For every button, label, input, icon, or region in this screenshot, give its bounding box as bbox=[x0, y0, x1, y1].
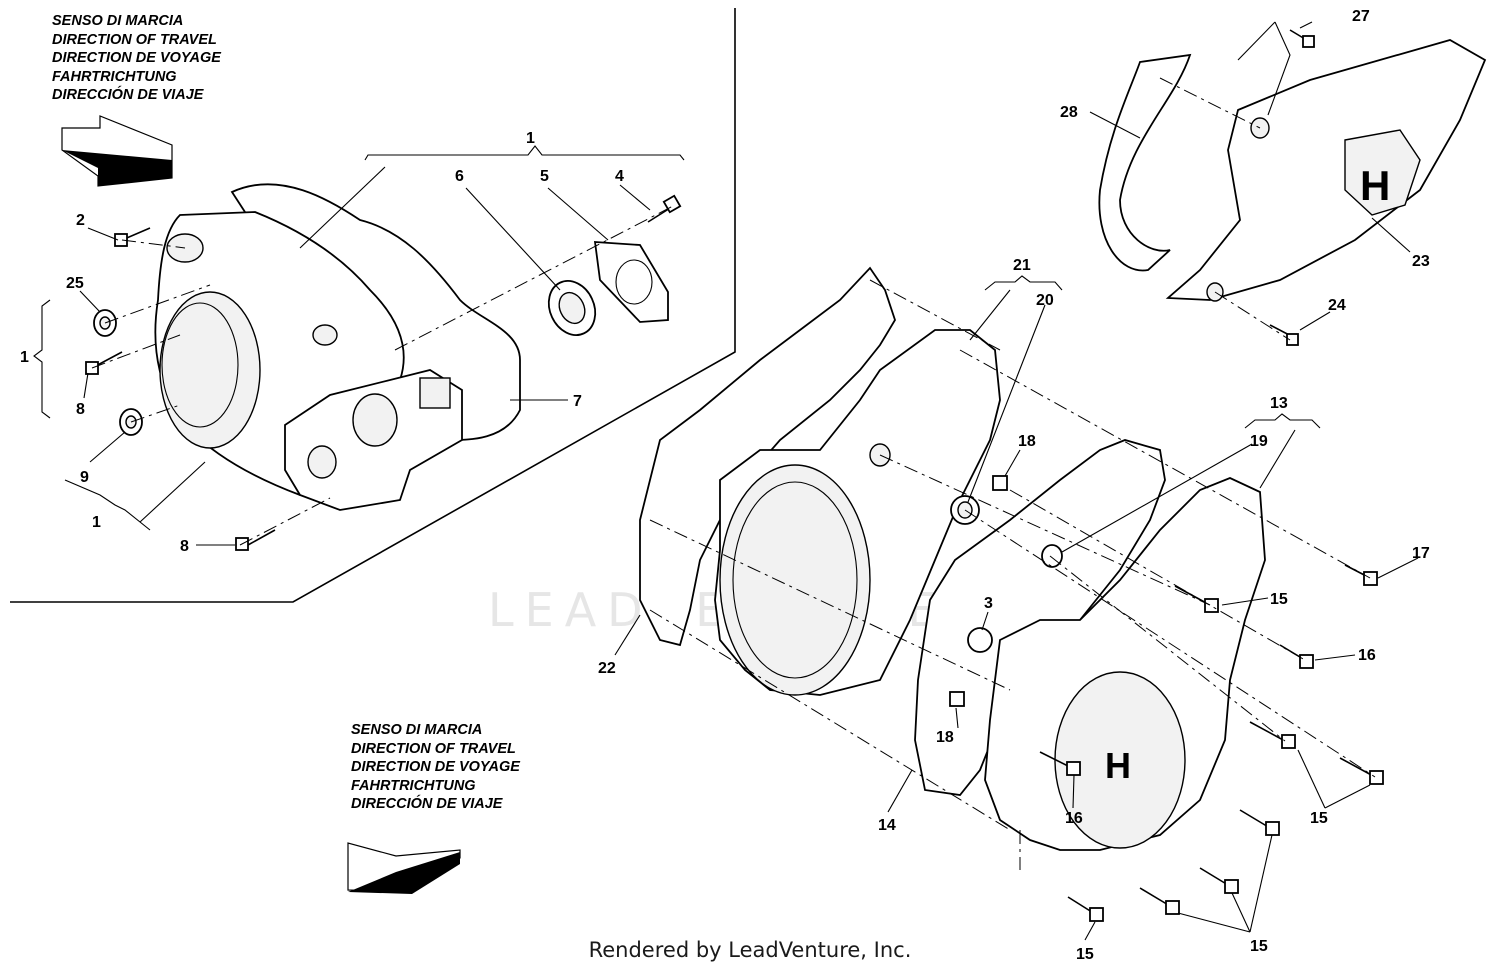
direction-line: FAHRTRICHTUNG bbox=[52, 68, 177, 85]
callout-1-bottom: 1 bbox=[92, 514, 101, 531]
callout-8-upper: 8 bbox=[76, 401, 85, 418]
direction-of-travel-text-bottom: SENSO DI MARCIA DIRECTION OF TRAVEL DIRE… bbox=[351, 721, 520, 814]
callout-23: 23 bbox=[1412, 253, 1430, 270]
callout-3: 3 bbox=[984, 595, 993, 612]
callout-13: 13 bbox=[1270, 395, 1288, 412]
alignment-lines bbox=[91, 77, 1376, 870]
callout-1-top: 1 bbox=[526, 130, 535, 147]
callout-17: 17 bbox=[1412, 545, 1430, 562]
sprocket-cover-assembly: H bbox=[1098, 29, 1487, 346]
callout-28: 28 bbox=[1060, 104, 1078, 121]
direction-line: DIRECTION DE VOYAGE bbox=[351, 759, 520, 775]
callout-14: 14 bbox=[878, 817, 896, 834]
direction-line: SENSO DI MARCIA bbox=[52, 13, 184, 29]
direction-line: DIRECCIÓN DE VIAJE bbox=[52, 87, 204, 103]
callout-25: 25 bbox=[66, 275, 84, 292]
husqvarna-h-logo-bottom: H bbox=[1105, 745, 1131, 786]
leader-lines bbox=[33, 21, 1419, 941]
callout-8-lower: 8 bbox=[180, 538, 189, 555]
callout-20: 20 bbox=[1036, 292, 1054, 309]
callout-6: 6 bbox=[455, 168, 464, 185]
direction-line: SENSO DI MARCIA bbox=[351, 722, 483, 738]
husqvarna-h-logo-top: H bbox=[1360, 162, 1390, 209]
callout-16-a: 16 bbox=[1358, 647, 1376, 664]
direction-line: FAHRTRICHTUNG bbox=[351, 777, 476, 794]
callout-21: 21 bbox=[1013, 257, 1031, 274]
direction-of-travel-text-top: SENSO DI MARCIA DIRECTION OF TRAVEL DIRE… bbox=[52, 12, 221, 105]
callout-15-b: 15 bbox=[1310, 810, 1328, 827]
clutch-cover-assembly bbox=[85, 183, 682, 551]
inset-frame bbox=[10, 8, 736, 603]
callout-2: 2 bbox=[76, 212, 85, 229]
direction-line: DIRECTION OF TRAVEL bbox=[351, 740, 516, 757]
callout-numbers: 1 1 1 2 25 8 9 8 6 5 4 7 27 28 23 24 21 … bbox=[20, 8, 1430, 963]
callout-15-d: 15 bbox=[1076, 946, 1094, 963]
callout-1-left: 1 bbox=[20, 349, 29, 366]
direction-line: DIRECTION DE VOYAGE bbox=[52, 50, 221, 66]
direction-line: DIRECCIÓN DE VIAJE bbox=[351, 796, 503, 812]
bolt-group bbox=[1039, 564, 1384, 922]
callout-15-a: 15 bbox=[1270, 591, 1288, 608]
callout-18-upper: 18 bbox=[1018, 433, 1036, 450]
callout-27: 27 bbox=[1352, 8, 1370, 25]
callout-19: 19 bbox=[1250, 433, 1268, 450]
callout-5: 5 bbox=[540, 168, 549, 185]
callout-24: 24 bbox=[1328, 297, 1346, 314]
callout-22: 22 bbox=[598, 660, 616, 677]
direction-arrow-top bbox=[61, 115, 173, 187]
direction-line: DIRECTION OF TRAVEL bbox=[52, 31, 217, 48]
callout-16-b: 16 bbox=[1065, 810, 1083, 827]
callout-15-c: 15 bbox=[1250, 938, 1268, 955]
callout-9: 9 bbox=[80, 469, 89, 486]
callout-7: 7 bbox=[573, 393, 582, 410]
rendered-by-footer: Rendered by LeadVenture, Inc. bbox=[588, 938, 912, 962]
direction-arrow-bottom bbox=[347, 842, 461, 894]
callout-18-lower: 18 bbox=[936, 729, 954, 746]
callout-4: 4 bbox=[615, 168, 624, 185]
